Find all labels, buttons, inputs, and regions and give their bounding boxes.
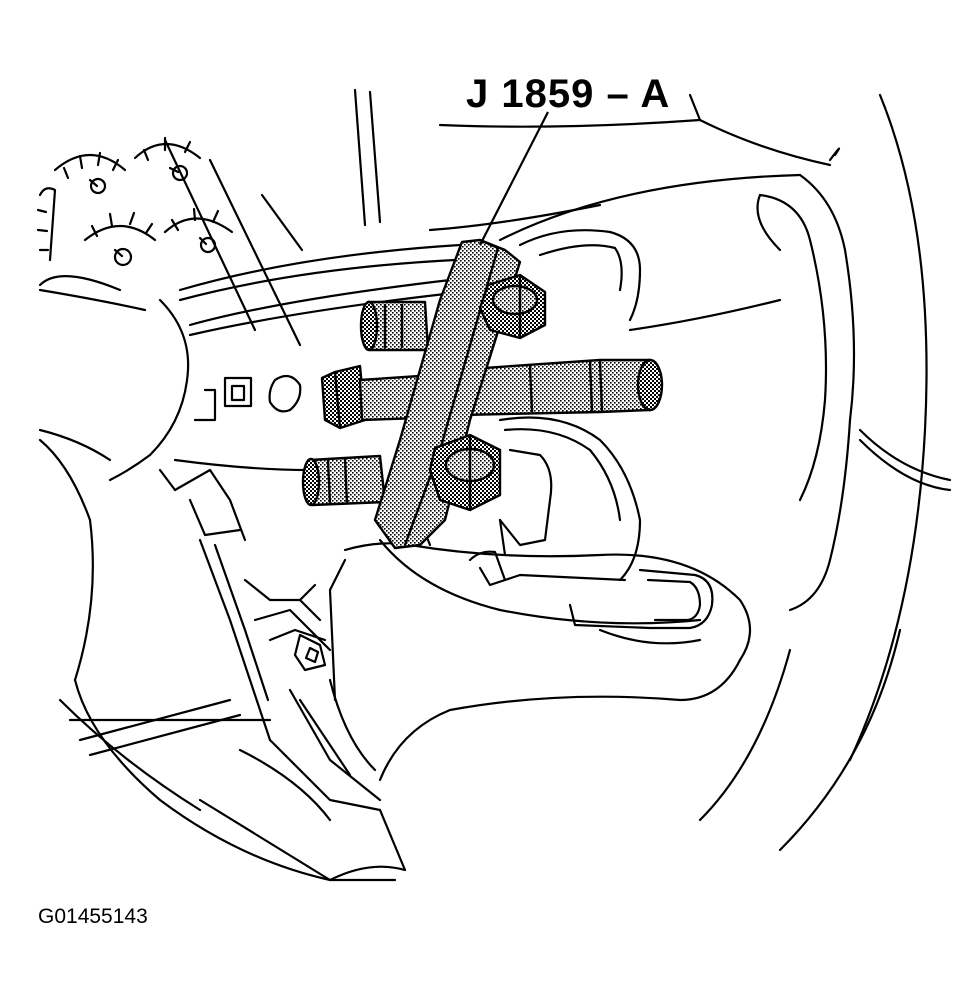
steering-wheel-rim-right: [700, 95, 927, 850]
upper-nut: [480, 275, 545, 338]
callout-leader-line: [480, 112, 548, 245]
lower-nut: [430, 435, 500, 510]
puller-tool: [303, 240, 662, 548]
steering-wheel-rim-left: [40, 276, 330, 880]
column-shroud: [500, 175, 950, 610]
lower-column-bracket: [160, 470, 405, 880]
instrument-cluster: [38, 138, 232, 265]
airbag-lower-body: [330, 540, 750, 780]
forcing-screw: [455, 360, 662, 415]
lower-left-bolt: [303, 456, 385, 505]
upper-left-bolt: [361, 302, 428, 350]
middle-left-bolt: [322, 366, 420, 428]
figure-id: G01455143: [38, 905, 148, 928]
tool-callout-label: J 1859 – A: [466, 72, 671, 116]
